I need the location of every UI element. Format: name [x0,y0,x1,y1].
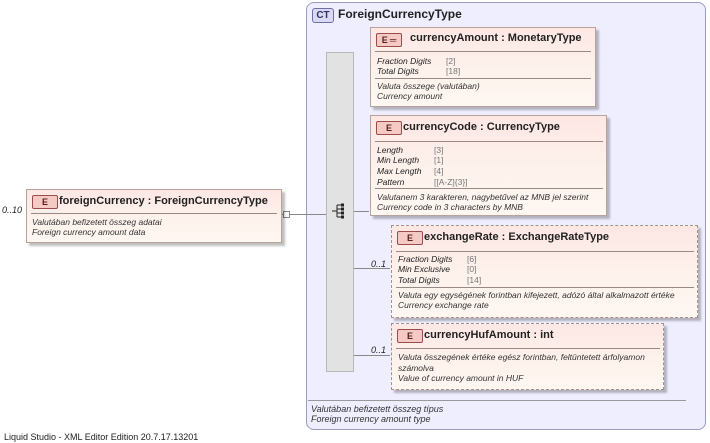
facet-value: [6] [467,254,477,264]
sequence-compositor[interactable] [326,52,354,372]
doc-hu: Valuta egy egységének forintban kifejeze… [398,290,675,300]
doc-en: Currency amount [377,91,443,101]
doc-hu: Valutában befizetett összeg adatai [32,217,162,227]
facet-name: Min Length [377,155,420,165]
doc-hu: Valuta összege (valutában) [377,81,480,91]
doc-en: Currency exchange rate [398,300,489,310]
doc-hu-cont: számolva [398,363,434,373]
complex-type-doc-en: Foreign currency amount type [311,414,431,424]
facet-name: Fraction Digits [377,56,432,66]
facet-name: Pattern [377,177,405,187]
complex-type-title[interactable]: ForeignCurrencyType [338,7,462,21]
element-exchange-rate[interactable]: E exchangeRate : ExchangeRateType Fracti… [391,225,698,318]
expander-toggle[interactable] [283,211,290,218]
separator [396,287,694,288]
element-title: currencyAmount : MonetaryType [410,32,582,44]
facet-value: [1] [434,155,444,165]
facet-name: Min Exclusive [398,264,450,274]
facet-name: Total Digits [398,275,440,285]
facet-name: Fraction Digits [398,254,453,264]
connector-line [354,268,390,269]
element-badge: E [397,329,423,343]
separator [396,348,660,349]
facet-value: [2] [446,56,456,66]
separator [375,78,591,79]
cardinality-label: 0..1 [371,259,387,269]
complex-type-separator [308,400,686,401]
element-badge: E [397,231,423,245]
separator [375,141,603,142]
separator [375,188,603,189]
sequence-icon [332,203,344,219]
complex-type-badge: CT [312,8,334,23]
facet-value: [14] [467,275,482,285]
facet-value: [4] [434,166,444,176]
status-bar-text: Liquid Studio - XML Editor Edition 20.7.… [4,432,199,442]
facet-value: [[A-Z]{3}] [434,177,468,187]
facet-name: Max Length [377,166,422,176]
doc-en: Value of currency amount in HUF [398,373,524,383]
separator [375,51,591,52]
connector-line [354,355,390,356]
doc-en: Foreign currency amount data [32,227,146,237]
facet-value: [18] [446,66,461,76]
element-badge: E [32,195,58,209]
facet-value: [0] [467,264,477,274]
element-currency-amount[interactable]: E═ currencyAmount : MonetaryType Fractio… [370,27,596,107]
element-title: exchangeRate : ExchangeRateType [424,231,610,243]
element-badge: E [376,121,402,135]
element-title: foreignCurrency : ForeignCurrencyType [59,195,268,207]
connector-line [290,214,326,215]
facet-value: [3] [434,145,444,155]
separator [31,213,277,214]
complex-type-doc-hu: Valutában befizetett összeg típus [311,404,444,414]
cardinality-label: 0..1 [371,345,387,355]
element-currency-code[interactable]: E currencyCode : CurrencyType Length [3]… [370,115,607,216]
doc-hu: Valuta összegének értéke egész forintban… [398,352,645,362]
doc-en: Currency code in 3 characters by MNB [377,202,523,212]
cardinality-label: 0..10 [2,205,23,215]
element-foreign-currency[interactable]: E foreignCurrency : ForeignCurrencyType … [26,189,282,243]
element-title: currencyHufAmount : int [424,329,554,341]
connector-line [354,211,369,212]
doc-hu: Valutanem 3 karakteren, nagybetűvel az M… [377,192,589,202]
element-title: currencyCode : CurrencyType [403,121,560,133]
separator [396,251,694,252]
element-badge: E═ [376,33,402,47]
element-currency-huf-amount[interactable]: E currencyHufAmount : int Valuta összegé… [391,323,664,390]
facet-name: Length [377,145,403,155]
facet-name: Total Digits [377,66,419,76]
